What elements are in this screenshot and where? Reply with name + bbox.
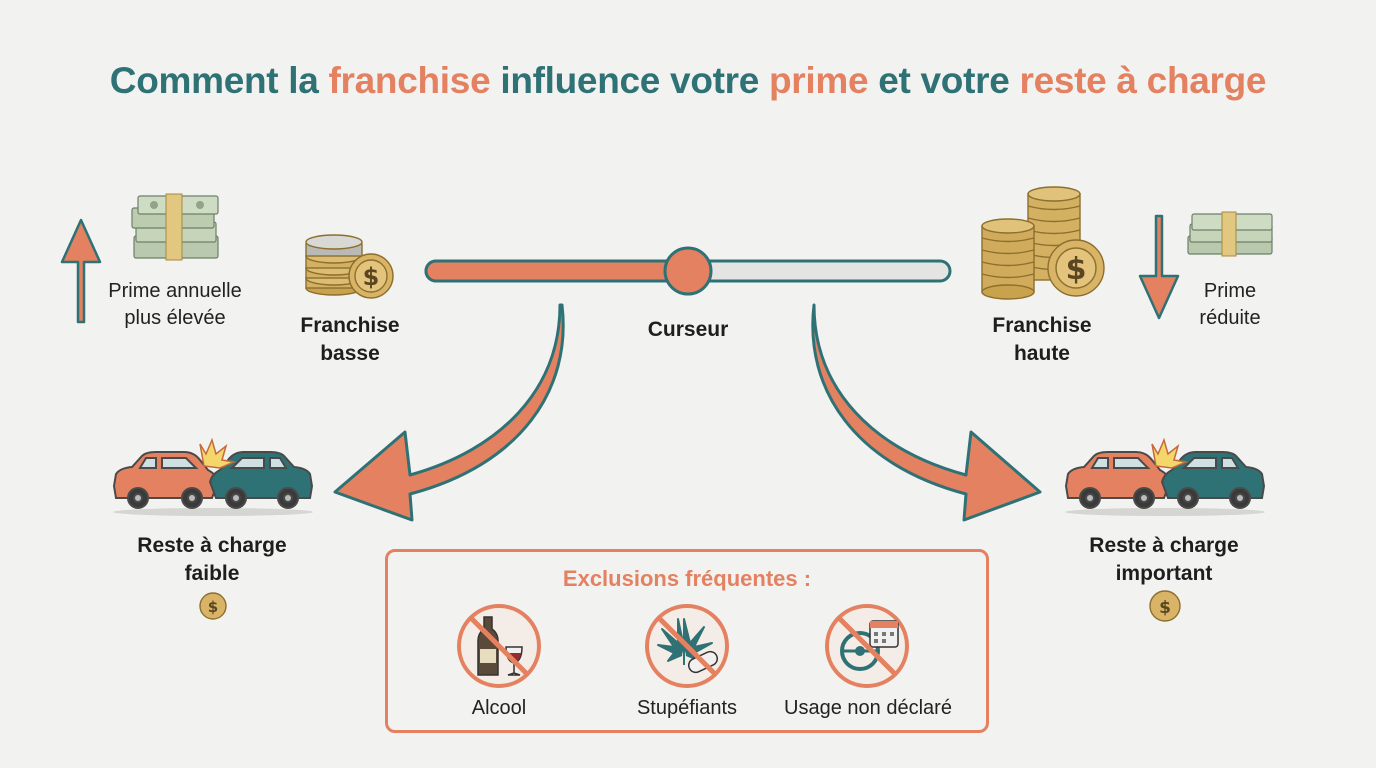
no-drugs-icon [645, 604, 729, 688]
slider-knob [663, 246, 713, 296]
exclusion-label-undeclared: Usage non déclaré [784, 697, 952, 719]
slider-label: Curseur [647, 318, 729, 341]
coin-stack-icon: $ [305, 234, 394, 299]
exclusion-label-alcohol: Alcool [471, 697, 527, 719]
svg-text:$: $ [208, 598, 218, 616]
deductible-slider[interactable] [424, 244, 954, 300]
arrow-down-icon [1138, 214, 1180, 320]
svg-text:$: $ [1066, 252, 1087, 287]
car-crash-icon [112, 437, 314, 516]
exclusions-panel [385, 549, 989, 733]
cash-stack-icon [131, 193, 219, 261]
arrow-up-icon [60, 218, 102, 324]
cash-bundle-icon [1187, 211, 1273, 257]
coin-stack-large-icon: $ [981, 186, 1105, 300]
coin-icon: $ [199, 592, 227, 620]
exclusions-title: Exclusions fréquentes : [562, 566, 812, 591]
exclusion-label-drugs: Stupéfiants [636, 697, 738, 719]
coin-icon: $ [1149, 590, 1181, 622]
svg-text:$: $ [363, 263, 380, 291]
page-title: Comment la franchise influence votre pri… [109, 60, 1267, 101]
svg-text:$: $ [1159, 598, 1171, 618]
slider-track [424, 246, 952, 296]
no-alcohol-icon [457, 604, 541, 688]
car-crash-icon [1064, 437, 1266, 516]
no-undeclared-use-icon [825, 604, 909, 688]
